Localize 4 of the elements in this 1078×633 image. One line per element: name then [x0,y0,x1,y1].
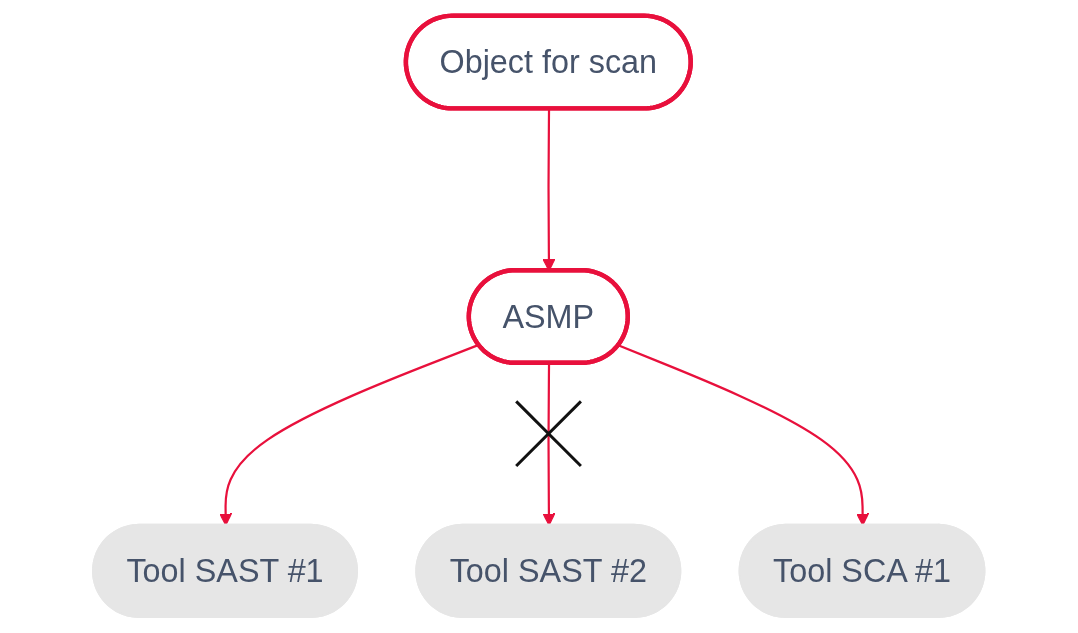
arrow [542,363,556,526]
arrow [219,343,480,526]
flowchart: Object for scan ASMP Tool SAST #1 Tool SAST #2 Tool SCA #1 [81,4,997,629]
arrow [618,344,870,526]
